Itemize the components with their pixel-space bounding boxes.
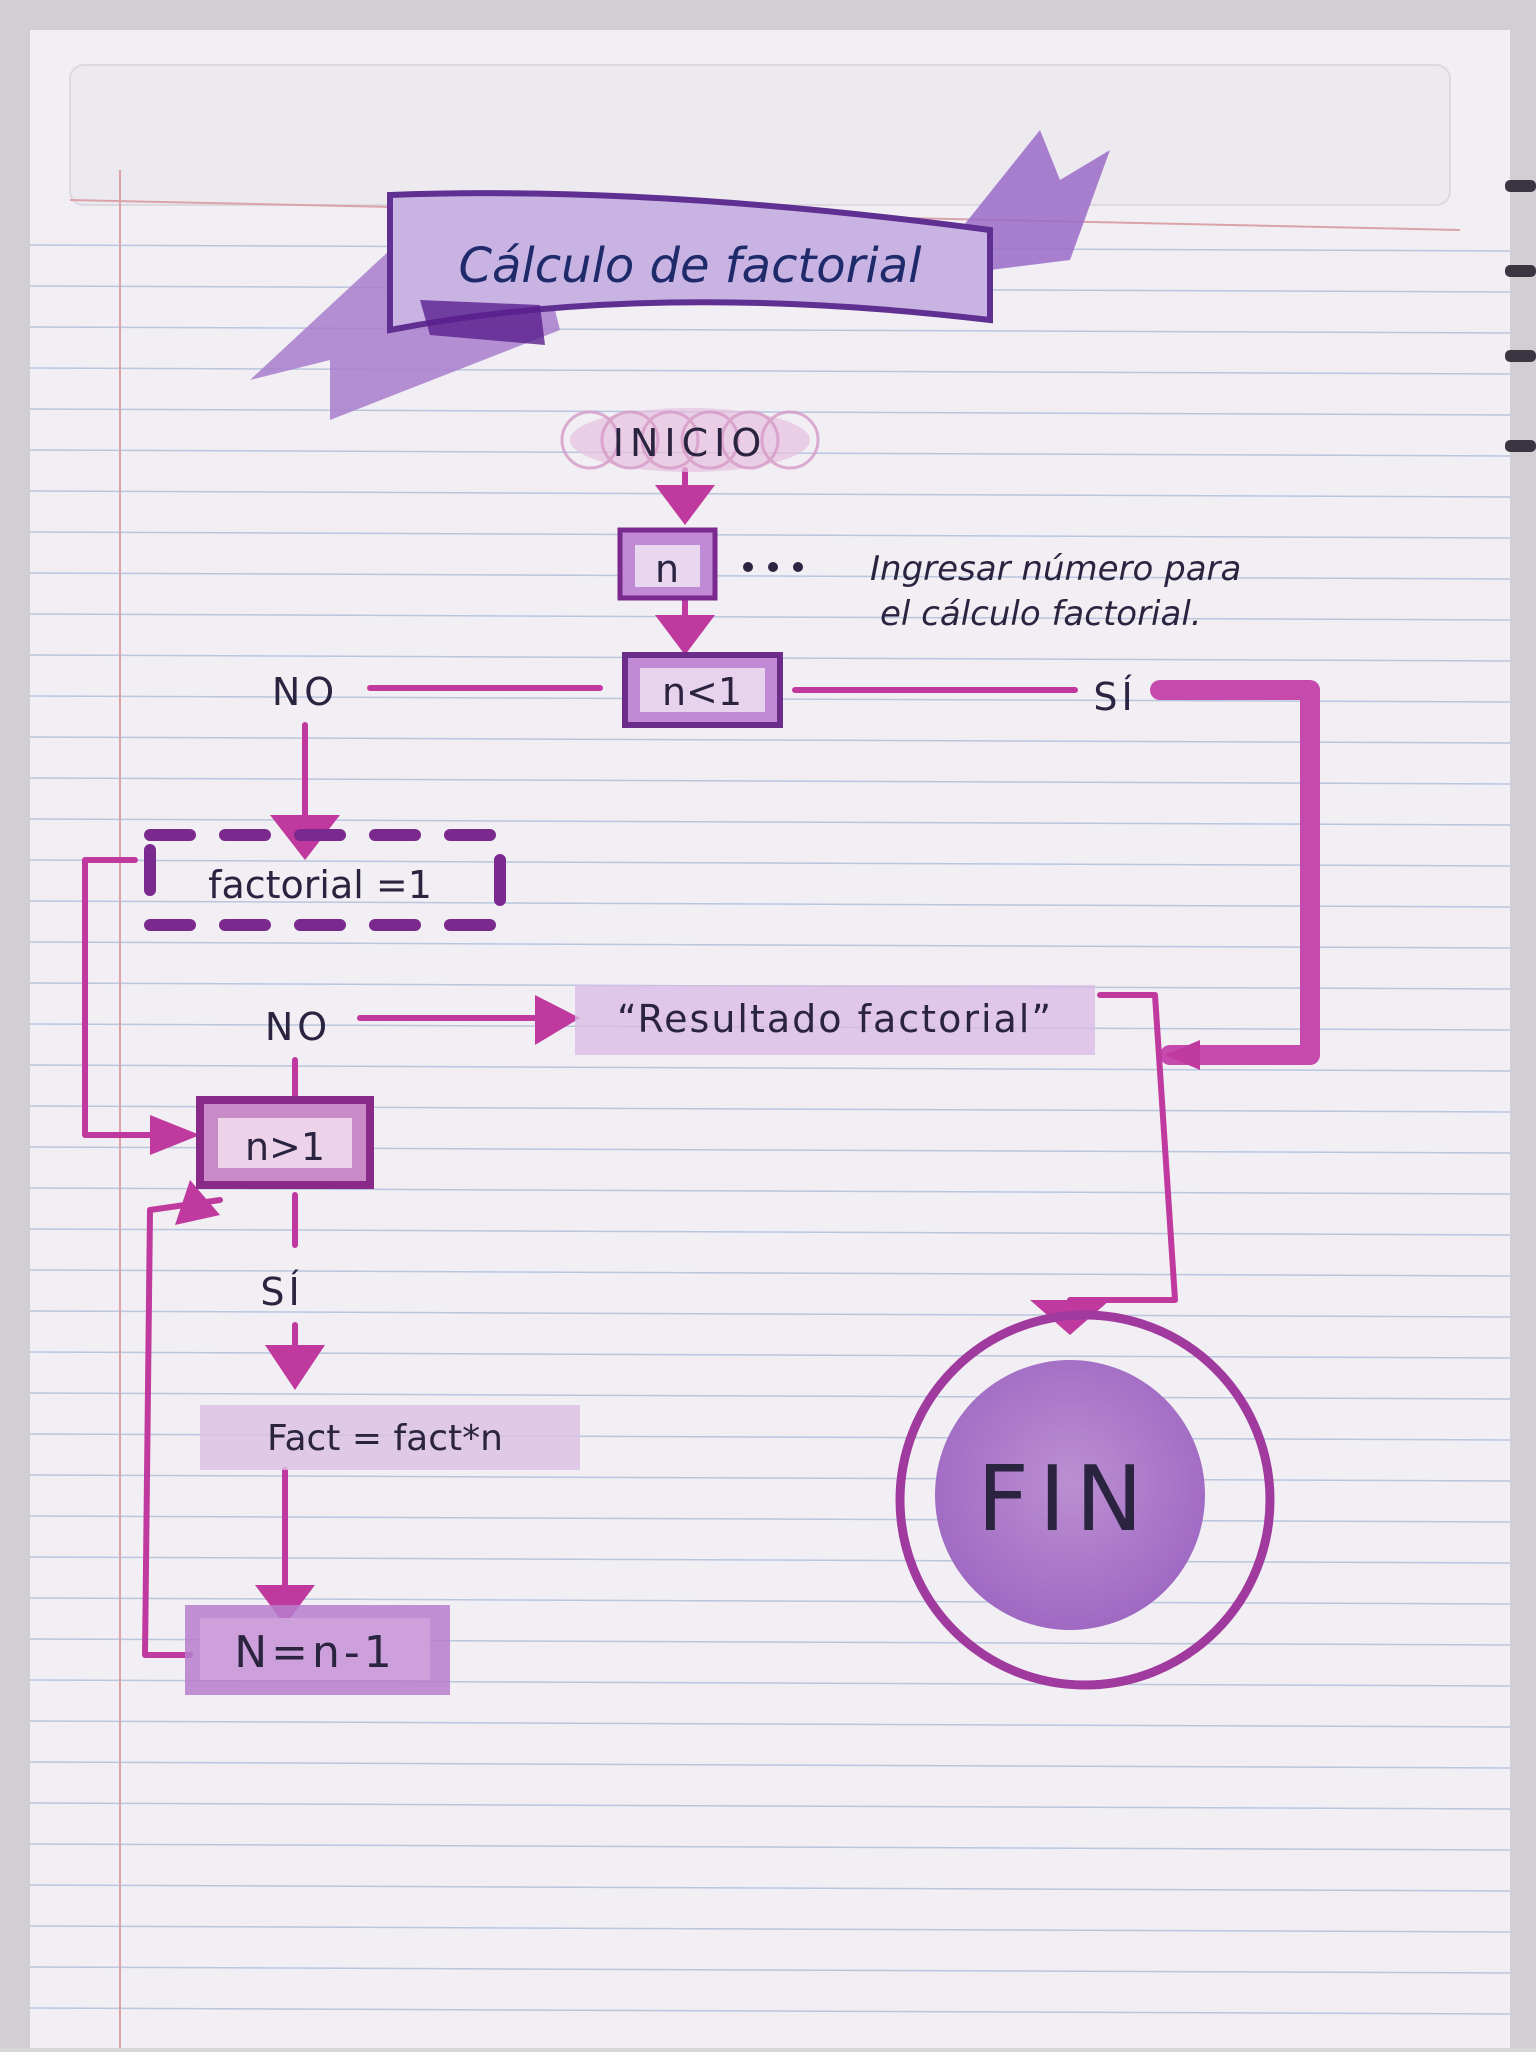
- ruled-line: [29, 1802, 1511, 1810]
- ruled-line: [29, 1228, 1511, 1236]
- ruled-line: [29, 736, 1511, 744]
- ruled-line: [29, 1761, 1511, 1769]
- fact-update-label: Fact = fact*n: [267, 1418, 503, 1459]
- branch-si-loop: SÍ: [260, 1270, 303, 1314]
- start-label: INICIO: [613, 421, 768, 465]
- decision-n-gt-1: n>1: [196, 1096, 374, 1189]
- ruled-line: [29, 613, 1511, 621]
- ruled-line: [29, 1925, 1511, 1933]
- arrow-to-n: [655, 485, 715, 525]
- arrow-si-to-fin: [1165, 1040, 1200, 1070]
- ruled-line: [29, 941, 1511, 949]
- input-note-line1: Ingresar número para: [870, 549, 1241, 589]
- arrow-to-decision: [655, 615, 715, 655]
- title-banner: Cálculo de factorial: [250, 130, 1110, 420]
- arrow-loop-back: [175, 1180, 220, 1225]
- ruled-line: [29, 490, 1511, 498]
- branch-no-loop: NO: [265, 1005, 331, 1049]
- ruled-line: [29, 326, 1511, 334]
- diagram-title: Cálculo de factorial: [458, 238, 922, 294]
- input-node: n: [617, 527, 803, 601]
- connector-si-to-fin: [1150, 680, 1320, 1065]
- start-node: INICIO: [560, 408, 820, 472]
- end-label: FIN: [977, 1447, 1153, 1552]
- decrement-label: N=n-1: [234, 1627, 396, 1678]
- ruled-line: [29, 1966, 1511, 1974]
- arrow-to-fact: [265, 1345, 325, 1390]
- connector-factorial-to-loop: [82, 857, 188, 1138]
- decision-n-lt-1-label: n<1: [662, 670, 742, 714]
- ellipsis-dots: [743, 562, 803, 572]
- ruled-line: [29, 408, 1511, 416]
- decrement-node: N=n-1: [185, 1605, 450, 1695]
- ruled-line: [29, 2007, 1511, 2015]
- ruled-line: [29, 572, 1511, 580]
- factorial-init-node: factorial =1: [144, 829, 506, 931]
- ruled-line: [29, 1064, 1511, 1072]
- arrow-to-resultado: [535, 995, 580, 1045]
- fact-update-node: Fact = fact*n: [200, 1405, 580, 1470]
- ruled-line: [29, 1392, 1511, 1400]
- ruled-line: [29, 1269, 1511, 1277]
- ruled-line: [29, 1720, 1511, 1728]
- decision-n-gt-1-label: n>1: [245, 1125, 325, 1169]
- branch-si-top: SÍ: [1093, 675, 1136, 719]
- ruled-line: [29, 1310, 1511, 1318]
- arrow-into-n-gt-1: [150, 1115, 200, 1155]
- end-node: FIN: [895, 1310, 1275, 1690]
- ruled-line: [29, 1843, 1511, 1851]
- decision-n-lt-1: n<1: [622, 652, 783, 728]
- spiral-binding: [1505, 180, 1536, 452]
- factorial-init-label: factorial =1: [208, 863, 432, 907]
- connectors: [82, 467, 1320, 1658]
- input-note-line2: el cálculo factorial.: [880, 594, 1202, 634]
- ruled-line: [29, 900, 1511, 908]
- ruled-line: [29, 777, 1511, 785]
- output-label: “Resultado factorial”: [617, 997, 1053, 1041]
- ruled-line: [29, 531, 1511, 539]
- branch-no-top: NO: [272, 670, 338, 714]
- ruled-line: [29, 1515, 1511, 1523]
- ruled-line: [29, 1474, 1511, 1482]
- output-node: “Resultado factorial”: [575, 985, 1095, 1055]
- ruled-line: [29, 1884, 1511, 1892]
- input-node-label: n: [655, 547, 679, 591]
- ruled-line: [29, 859, 1511, 867]
